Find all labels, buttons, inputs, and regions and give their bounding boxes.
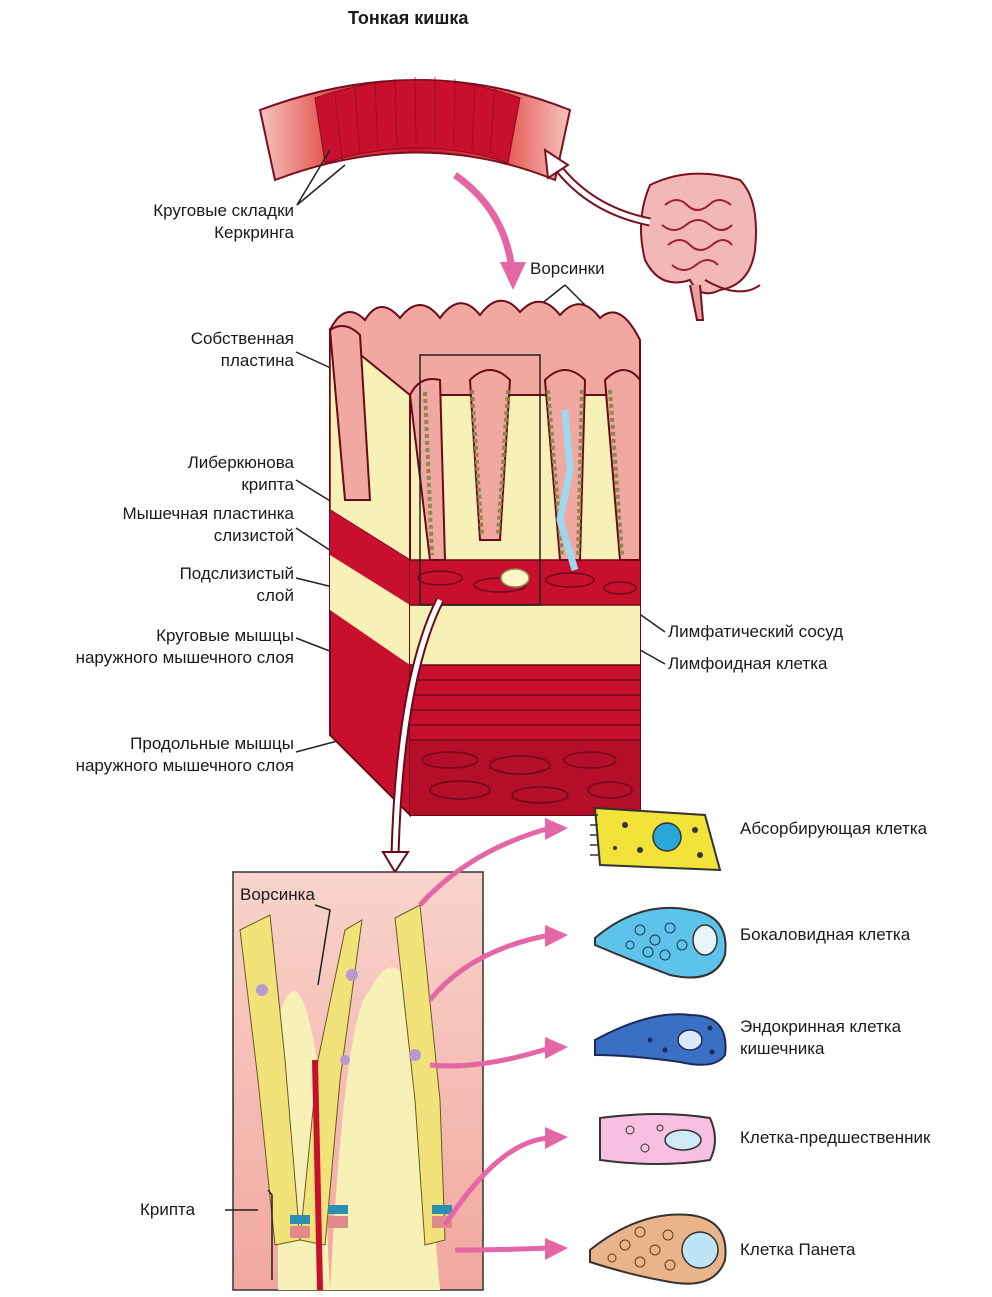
- label-paneth-cell: Клетка Панета: [740, 1239, 856, 1261]
- intestine-overview-icon: [641, 174, 760, 320]
- villus-detail-box: [225, 872, 483, 1290]
- label-lymphatic-vessel: Лимфатический сосуд: [668, 621, 843, 643]
- absorptive-cell-icon: [590, 808, 720, 870]
- label-progenitor-cell: Клетка-предшественник: [740, 1127, 930, 1149]
- label-lymphoid-cell: Лимфоидная клетка: [668, 653, 827, 675]
- label-absorptive-cell: Абсорбирующая клетка: [740, 818, 927, 840]
- label-villus: Ворсинка: [240, 884, 315, 906]
- paneth-cell-icon: [590, 1214, 726, 1283]
- tissue-block: [330, 301, 640, 815]
- label-crypt: Крипта: [140, 1199, 195, 1221]
- progenitor-cell-icon: [600, 1114, 715, 1164]
- goblet-cell-icon: [595, 908, 726, 978]
- endocrine-cell-icon: [595, 1014, 726, 1064]
- label-villi: Ворсинки: [530, 258, 605, 280]
- label-goblet-cell: Бокаловидная клетка: [740, 924, 910, 946]
- intestine-tube: [260, 77, 570, 180]
